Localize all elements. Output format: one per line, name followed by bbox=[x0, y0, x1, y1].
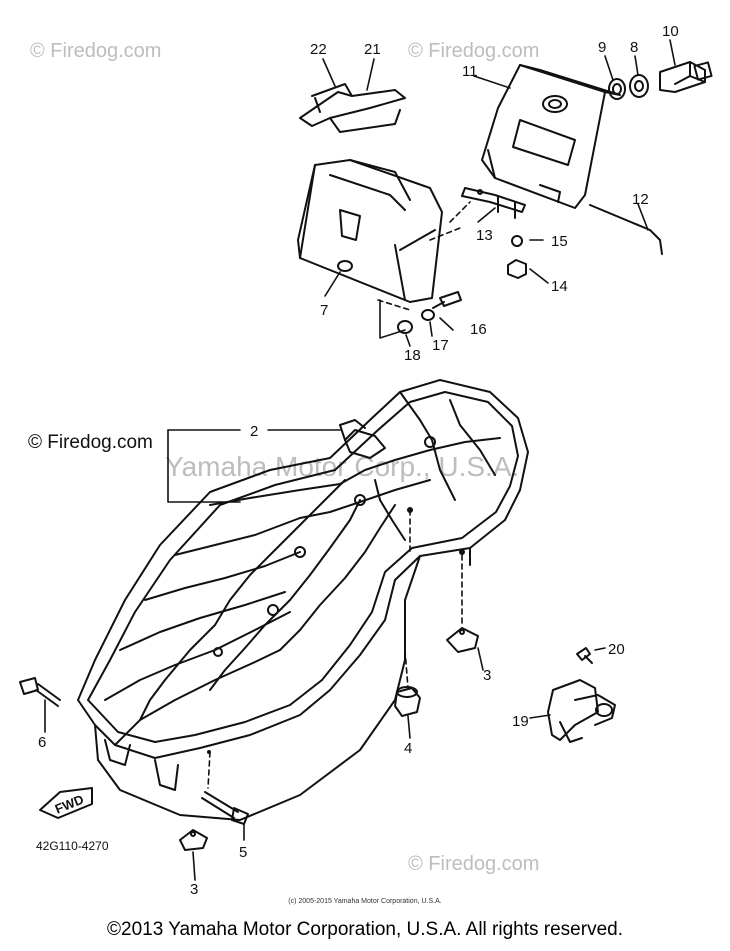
strap-part-21 bbox=[299, 83, 406, 133]
rod-part-12 bbox=[589, 204, 663, 255]
screw-part-20 bbox=[576, 647, 593, 664]
callout-20: 20 bbox=[608, 641, 625, 658]
diagram-code: 42G110-4270 bbox=[36, 839, 109, 853]
callout-21: 21 bbox=[364, 41, 381, 58]
watermark-left: © Firedog.com bbox=[28, 432, 153, 453]
callout-3-upper: 3 bbox=[483, 667, 491, 684]
callout-7: 7 bbox=[320, 302, 328, 319]
copyright-footer: ©2013 Yamaha Motor Corporation, U.S.A. A… bbox=[107, 919, 623, 940]
callout-16: 16 bbox=[470, 321, 487, 338]
callout-6: 6 bbox=[38, 734, 46, 751]
lock-parts-8-9-10 bbox=[608, 61, 713, 100]
nut-part-14 bbox=[507, 259, 527, 279]
bolt-part-6 bbox=[19, 677, 61, 707]
clip-part-3-lower bbox=[179, 829, 208, 851]
lock-assembly-part-19 bbox=[547, 679, 616, 743]
callout-4: 4 bbox=[404, 740, 412, 757]
callout-12: 12 bbox=[632, 191, 649, 208]
washer-part-17 bbox=[421, 309, 435, 321]
callout-18: 18 bbox=[404, 347, 421, 364]
bolt-part-16 bbox=[432, 291, 462, 309]
grommet-part-4 bbox=[394, 686, 421, 717]
forward-arrow-icon bbox=[39, 787, 93, 819]
callout-14: 14 bbox=[551, 278, 568, 295]
callout-11: 11 bbox=[462, 63, 478, 80]
callout-13: 13 bbox=[476, 227, 493, 244]
callout-2: 2 bbox=[250, 423, 258, 440]
watermark-center: Yamaha Motor Corp., U.S.A. bbox=[165, 451, 519, 482]
nut-part-15 bbox=[511, 235, 523, 247]
callout-9: 9 bbox=[598, 39, 606, 56]
callout-5: 5 bbox=[239, 844, 247, 861]
fine-print-copyright: (c) 2005-2015 Yamaha Motor Corporation, … bbox=[288, 898, 442, 905]
callout-10: 10 bbox=[662, 23, 679, 40]
callout-3-lower: 3 bbox=[190, 881, 198, 898]
callout-17: 17 bbox=[432, 337, 449, 354]
bracket-part-13 bbox=[461, 187, 526, 219]
callout-15: 15 bbox=[551, 233, 568, 250]
callout-22: 22 bbox=[310, 41, 327, 58]
front-cover-part-7 bbox=[297, 159, 443, 303]
watermark-top-right: © Firedog.com bbox=[408, 40, 539, 62]
callout-8: 8 bbox=[630, 39, 638, 56]
mount-holes bbox=[207, 507, 465, 754]
watermark-bottom-right: © Firedog.com bbox=[408, 853, 539, 875]
storage-case-part-11 bbox=[481, 64, 621, 209]
watermark-top-left: © Firedog.com bbox=[30, 40, 161, 62]
callout-19: 19 bbox=[512, 713, 529, 730]
washer-part-18 bbox=[397, 320, 413, 334]
seat-part-2 bbox=[77, 379, 529, 821]
clip-part-3-upper bbox=[446, 627, 479, 653]
